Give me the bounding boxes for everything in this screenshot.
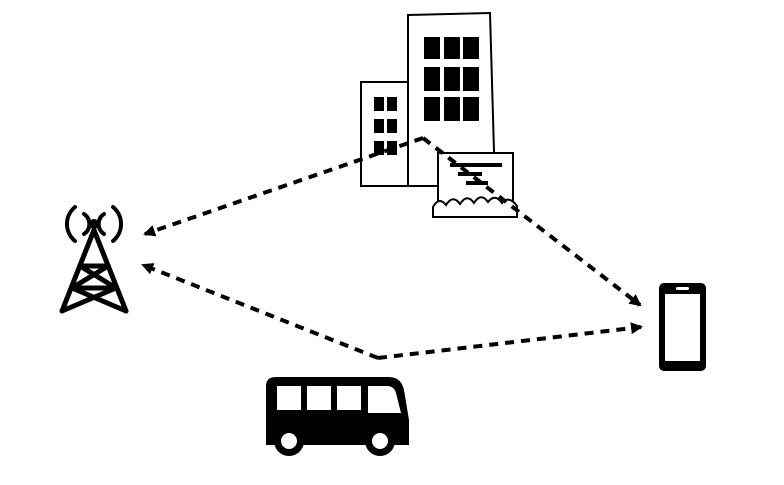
bus-windows	[277, 386, 401, 413]
tall-building-windows	[424, 37, 479, 121]
path-tower-bus-phone	[141, 263, 643, 360]
signal-paths	[141, 136, 643, 360]
bus-icon	[266, 377, 409, 456]
smartphone-icon	[659, 283, 706, 371]
cell-tower-icon	[59, 205, 129, 314]
billboard-icon	[432, 152, 518, 218]
office-building-icon	[360, 11, 497, 187]
path-tower-building-phone	[143, 136, 642, 307]
